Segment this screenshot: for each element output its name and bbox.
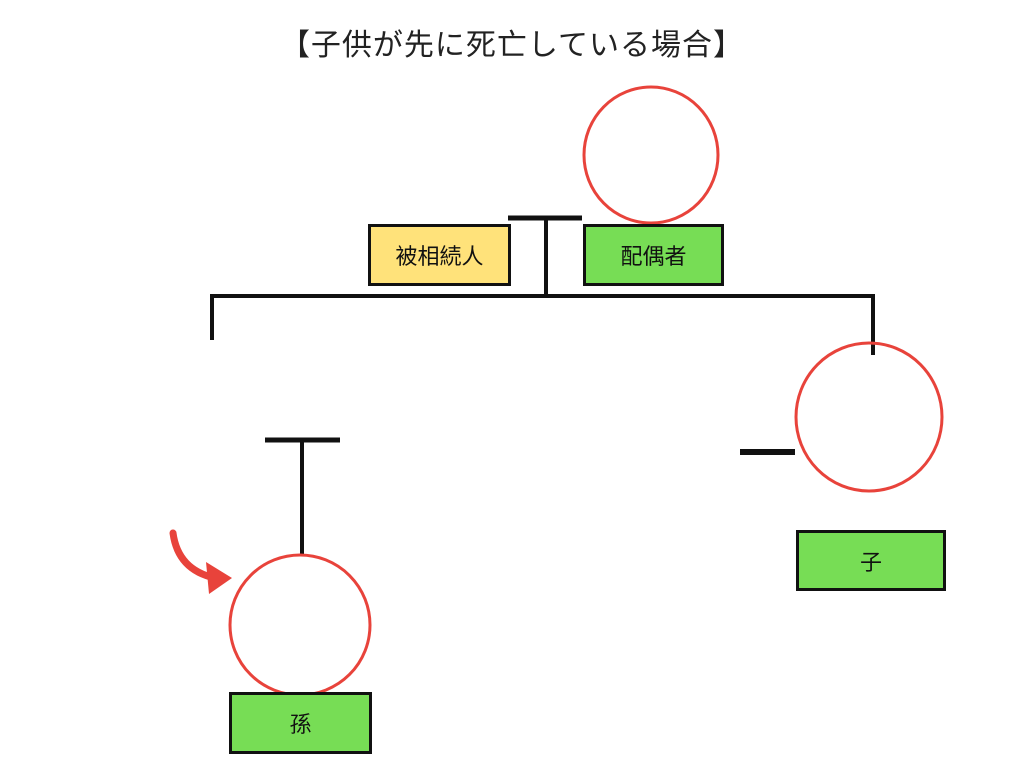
grandchild-highlight-circle <box>228 553 372 697</box>
page-title: 【子供が先に死亡している場合】 <box>279 28 745 63</box>
spouse-label: 配偶者 <box>583 224 724 286</box>
succession-arrow-head <box>206 562 232 594</box>
child-label: 子 <box>796 530 946 591</box>
child-highlight-circle <box>794 341 944 493</box>
spouse-highlight-circle <box>582 85 720 225</box>
decedent-label: 被相続人 <box>368 224 511 286</box>
grandchild-label: 孫 <box>229 692 372 754</box>
